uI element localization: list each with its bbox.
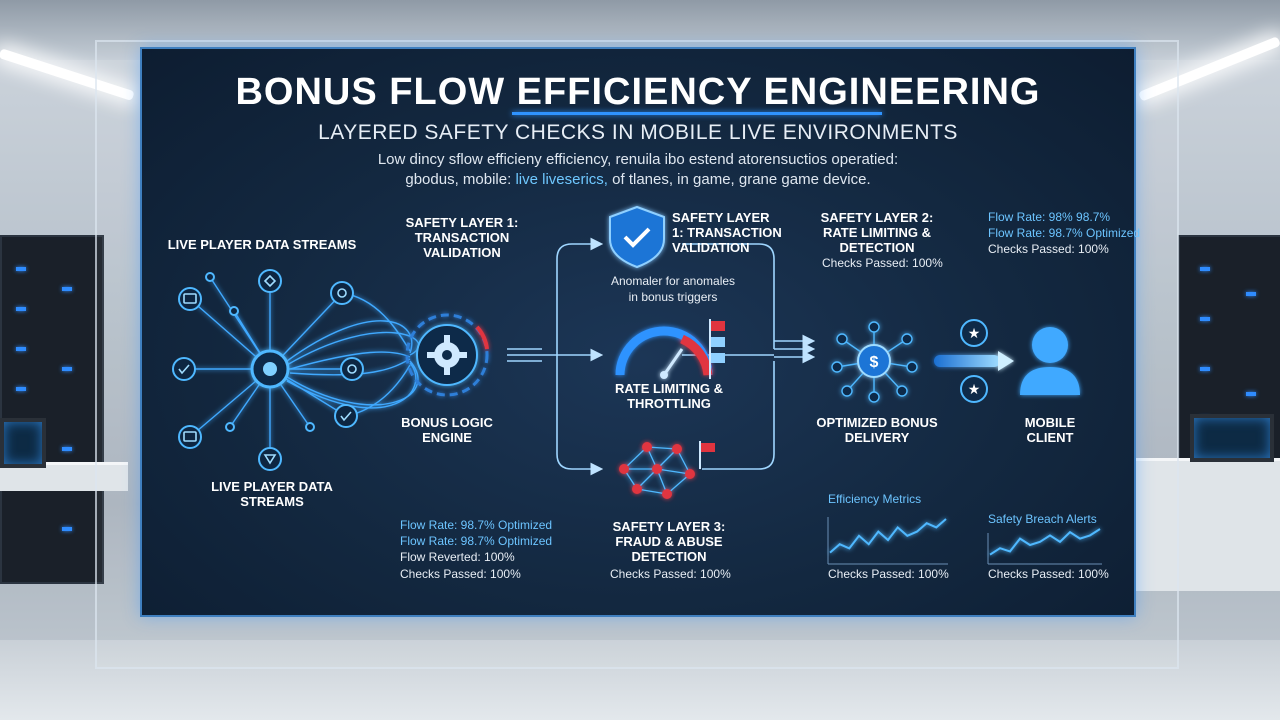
safety-layer-3-label: SAFETY LAYER 3: FRAUD & ABUSE DETECTION (612, 519, 726, 564)
safety-layer-1-left-label: SAFETY LAYER 1: TRANSACTION VALIDATION (405, 215, 519, 260)
user-icon (1020, 327, 1080, 395)
top-right-metric-2: Flow Rate: 98.7% Optimized (988, 226, 1141, 240)
svg-text:★: ★ (968, 326, 981, 342)
delivery-label: OPTIMIZED BONUS DELIVERY (816, 415, 938, 445)
floor (0, 640, 1280, 720)
layer-2-checks: Checks Passed: 100% (822, 256, 943, 270)
description-highlight: live liveserics, (515, 171, 608, 188)
description: Low dincy sflow efficieny efficiency, re… (142, 150, 1134, 190)
layer-3-checks: Checks Passed: 100% (610, 567, 731, 581)
star-icon-top: ★ (960, 319, 988, 347)
data-streams-label-bottom: LIVE PLAYER DATA STREAMS (211, 479, 333, 509)
bonus-engine-label: BONUS LOGIC ENGINE (401, 415, 493, 445)
left-metric-2: Flow Rate: 98.7% Optimized (400, 534, 553, 548)
stream-icons (178, 274, 357, 465)
flags-icon (709, 319, 725, 379)
dollar-icon: $ (870, 354, 879, 371)
server-rack-left (0, 235, 104, 584)
eff-line-series (829, 518, 947, 554)
safety-layer-2-label: SAFETY LAYER 2: RATE LIMITING & DETECTIO… (820, 210, 934, 255)
description-text-a: gbodus, mobile: (405, 171, 512, 188)
efficiency-metrics-title: Efficiency Metrics (828, 492, 922, 506)
star-icon-bottom: ★ (960, 375, 988, 403)
top-right-metric-3: Checks Passed: 100% (988, 242, 1109, 256)
data-stream-network (184, 276, 420, 459)
mobile-client-label: MOBILE CLIENT (1024, 415, 1076, 445)
top-right-metric-1: Flow Rate: 98% 98.7% (988, 210, 1111, 224)
svg-text:★: ★ (968, 382, 981, 398)
monitor-right (1190, 414, 1274, 462)
alerts-chart (987, 528, 1102, 565)
description-text-b: of tlanes, in game, grane game device. (612, 171, 871, 188)
bonus-engine-gear (405, 313, 489, 397)
left-metric-3: Flow Reverted: 100% (400, 550, 515, 564)
safety-layer-1-label: SAFETY LAYER 1: TRANSACTION VALIDATION (672, 210, 782, 255)
shield-check-icon (609, 205, 665, 269)
monitor-left (0, 418, 46, 468)
safety-alerts-title: Safety Breach Alerts (988, 512, 1097, 526)
left-metric-4: Checks Passed: 100% (400, 567, 521, 581)
fraud-flag-icon (699, 441, 715, 469)
delivery-flow-arrow (934, 351, 1014, 371)
title-underline (512, 112, 882, 115)
data-streams-label-top: LIVE PLAYER DATA STREAMS (167, 237, 357, 252)
bonus-delivery-network (831, 321, 918, 403)
layer-1-note: Anomaler for anomales in bonus triggers (610, 274, 736, 304)
alert-line-series (989, 528, 1101, 556)
desk-right (1132, 458, 1280, 591)
efficiency-checks: Checks Passed: 100% (828, 567, 949, 581)
page-title: BONUS FLOW EFFICIENCY ENGINEERING (235, 71, 1041, 113)
safety-alerts-checks: Checks Passed: 100% (988, 567, 1109, 581)
rate-limiting-label: RATE LIMITING & THROTTLING (614, 381, 724, 411)
flow-diagram: $ ★ ★ (172, 205, 1102, 565)
left-metric-1: Flow Rate: 98.7% Optimized (400, 518, 553, 532)
page-subtitle: LAYERED SAFETY CHECKS IN MOBILE LIVE ENV… (318, 121, 958, 144)
gauge-icon (615, 326, 713, 379)
efficiency-chart (827, 517, 948, 565)
description-line-1: Low dincy sflow efficieny efficiency, re… (377, 151, 899, 168)
description-line-2: gbodus, mobile: live liveserics, of tlan… (142, 170, 1134, 190)
fraud-network-icon (619, 442, 695, 499)
display-panel: $ ★ ★ BONUS FLOW EFF (140, 47, 1140, 617)
